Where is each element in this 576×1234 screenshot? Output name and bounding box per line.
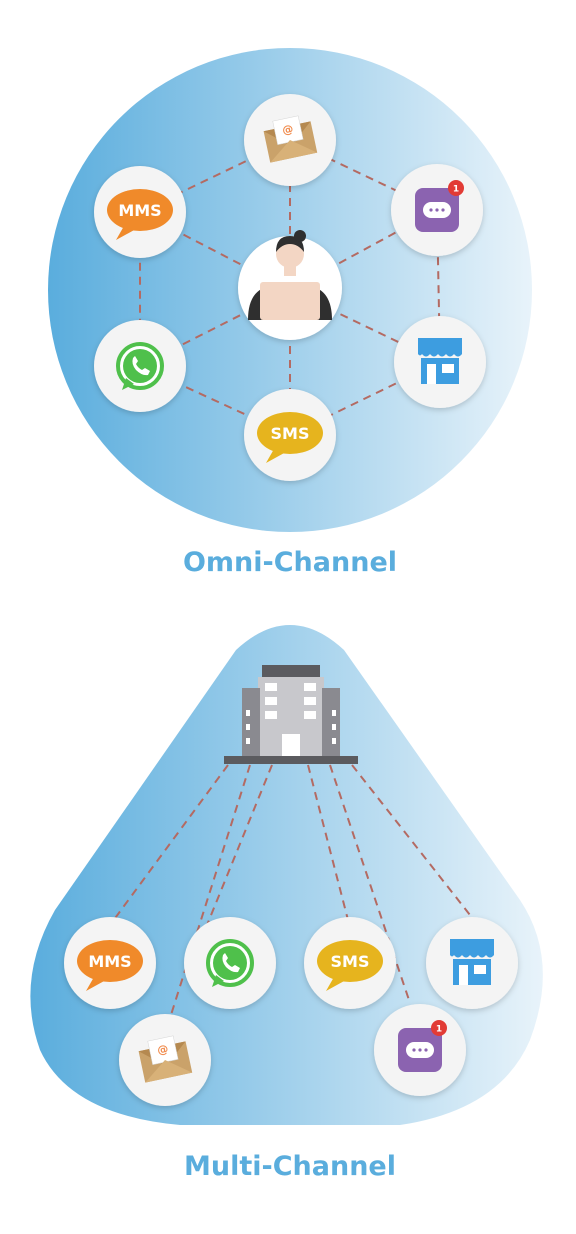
whatsapp-icon	[116, 342, 164, 390]
multi-sms-node[interactable]: SMS	[304, 917, 396, 1009]
notification-badge: 1	[448, 180, 464, 196]
svg-text:1: 1	[436, 1025, 442, 1035]
store-icon	[418, 338, 462, 384]
omni-email-node[interactable]: @	[244, 94, 336, 186]
chat-app-icon	[415, 188, 459, 232]
whatsapp-icon	[206, 939, 254, 987]
omni-channel-title: Omni-Channel	[183, 547, 397, 578]
omni-chat-node[interactable]: 1	[391, 164, 483, 256]
notification-badge: 1	[431, 1020, 447, 1036]
multi-email-node[interactable]: @	[119, 1014, 211, 1106]
sms-label: SMS	[331, 952, 370, 971]
omni-sms-node[interactable]: SMS	[244, 389, 336, 481]
omni-channel-diagram: @ MMS 1	[48, 48, 532, 578]
store-icon	[450, 939, 494, 985]
mms-bubble-icon: MMS	[77, 940, 143, 991]
multi-channel-diagram: MMS SMS	[30, 625, 543, 1182]
mms-label: MMS	[118, 201, 161, 220]
envelope-at-symbol: @	[156, 1042, 169, 1057]
envelope-icon: @	[136, 1032, 193, 1084]
sms-bubble-icon: SMS	[317, 940, 383, 991]
multi-connectors	[109, 764, 471, 1019]
multi-chat-node[interactable]: 1	[374, 1004, 466, 1096]
multi-store-node[interactable]	[426, 917, 518, 1009]
omni-whatsapp-node[interactable]	[94, 320, 186, 412]
mms-label: MMS	[88, 952, 131, 971]
omni-mms-node[interactable]: MMS	[94, 166, 186, 258]
envelope-icon: @	[261, 112, 318, 164]
multi-background-shape	[30, 625, 543, 1125]
multi-channel-title: Multi-Channel	[184, 1151, 396, 1182]
sms-label: SMS	[271, 424, 310, 443]
multi-mms-node[interactable]: MMS	[64, 917, 156, 1009]
chat-app-icon	[398, 1028, 442, 1072]
omni-store-node[interactable]	[394, 316, 486, 408]
agent-icon	[238, 230, 342, 340]
building-icon	[224, 665, 358, 764]
sms-bubble-icon: SMS	[257, 412, 323, 463]
svg-text:1: 1	[453, 185, 459, 195]
mms-bubble-icon: MMS	[107, 189, 173, 240]
envelope-at-symbol: @	[281, 122, 294, 137]
multi-whatsapp-node[interactable]	[184, 917, 276, 1009]
